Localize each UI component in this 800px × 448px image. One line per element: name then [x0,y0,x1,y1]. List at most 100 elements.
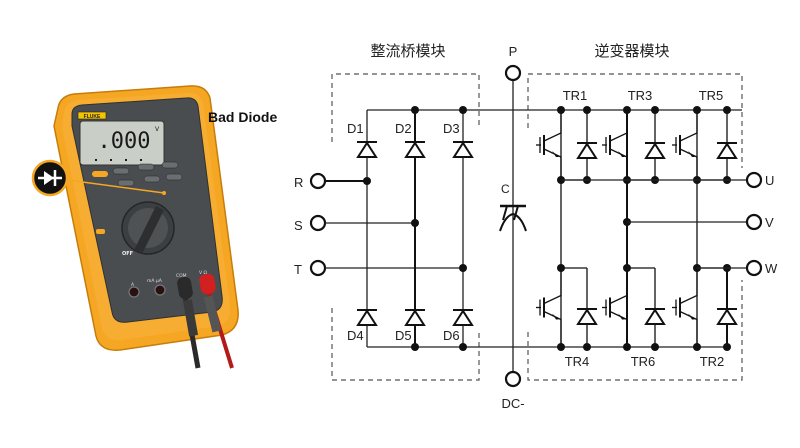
label-d5: D5 [395,328,412,343]
output-terminals: U V W [561,171,778,277]
multimeter: FLUKE .000 V OFF A [31,85,277,369]
junction-dot [693,343,701,351]
percent-button[interactable] [165,173,183,181]
terminal-t [309,259,327,277]
label-r: R [294,175,303,190]
label-u: U [765,173,774,188]
junction-dot [583,106,591,114]
lcd-unit: V [155,126,160,133]
diode-icon-upper-1 [356,141,378,158]
label-tr6: TR6 [631,354,656,369]
junction-dot [651,106,659,114]
label-w: W [765,261,778,276]
terminal-u [745,171,763,189]
test-leads[interactable] [176,273,234,369]
off-label: OFF [122,251,133,257]
lcd-reading: .000 [98,129,151,154]
label-tr1: TR1 [563,88,588,103]
label-tr5: TR5 [699,88,724,103]
black-probe-plug[interactable] [176,276,194,300]
label-s: S [294,218,303,233]
diode-icon-lower-1 [356,309,378,326]
brand-badge [77,111,107,120]
label-p: P [509,44,518,59]
lcd-bargraph [95,159,142,161]
junction-dot [557,106,565,114]
diode-icon-upper-2 [404,141,426,158]
terminal-r [309,172,327,190]
diode-icon [38,170,62,186]
junction-dot [693,106,701,114]
rotary-dial[interactable] [121,201,175,255]
junction-dot [623,264,631,272]
capacitor-icon [499,204,527,232]
jack-ma[interactable] [154,284,166,296]
junction-dot [651,343,659,351]
freewheel-diode-icon-lower-2 [644,308,666,325]
freewheel-diode-icon-lower-1 [576,308,598,325]
label-t: T [294,262,302,277]
jack-label-com: COM [176,273,187,279]
freewheel-diode-icon-upper-2 [644,142,666,159]
badge-pointer-line [59,178,165,194]
input-terminals: R S T [294,172,463,277]
inverter-leg-1 [536,106,598,351]
junction-dot [623,343,631,351]
dial-pointer[interactable] [134,206,164,254]
backlight-button[interactable] [161,161,179,169]
terminal-v [745,213,763,231]
jack-label-ma: mA µA [147,278,163,284]
label-d1: D1 [347,121,364,136]
jack-label-v: V Ω [199,270,208,276]
igbt-icon-upper-1 [536,110,562,180]
junction-dot [557,264,565,272]
igbt-icon-lower-2 [602,268,628,347]
lcd-display [79,120,165,166]
side-yellow-button[interactable] [96,229,105,234]
jack-a[interactable] [128,286,140,298]
terminal-dc-minus [504,370,522,388]
label-v: V [765,215,774,230]
brand-label: FLUKE [84,114,101,120]
label-tr3: TR3 [628,88,653,103]
inverter-leg-2 [602,106,666,351]
input-jacks: A mA µA COM V Ω [128,270,208,298]
label-d6: D6 [443,328,460,343]
freewheel-diode-icon-upper-3 [716,142,738,159]
label-tr2: TR2 [700,354,725,369]
inverter-upper-box [527,73,743,168]
junction-dot [583,343,591,351]
igbt-icon-lower-3 [672,268,698,347]
hold-button[interactable] [117,179,135,187]
freewheel-diode-icon-lower-3 [716,308,738,325]
label-d3: D3 [443,121,460,136]
red-probe-plug[interactable] [198,273,216,295]
igbt-icon-upper-3 [672,110,698,180]
label-tr4: TR4 [565,354,590,369]
diode-mode-badge [31,159,69,197]
freewheel-diode-icon-upper-1 [576,142,598,159]
label-dc-minus: DC- [501,396,524,411]
label-d4: D4 [347,328,364,343]
rectifier-module-title: 整流桥模块 [370,42,445,60]
function-buttons[interactable] [92,161,183,234]
inverter-leg-3 [672,106,738,351]
junction-dot [557,343,565,351]
hz-button[interactable] [143,175,161,183]
diode-icon-upper-3 [452,141,474,158]
min-max-button[interactable] [112,167,130,175]
diode-icon-lower-3 [452,309,474,326]
bad-diode-caption: Bad Diode [208,109,277,125]
terminal-p [504,64,522,82]
terminal-s [309,214,327,232]
inverter-module-title: 逆变器模块 [594,42,669,60]
yellow-button[interactable] [92,171,108,177]
rectifier-lower-box [331,308,480,381]
range-button[interactable] [137,163,155,171]
igbt-icon-upper-2 [602,110,628,180]
igbt-icon-lower-1 [536,268,562,347]
jack-label-a: A [131,282,135,288]
inverter-circuit: 整流桥模块 逆变器模块 P DC- C R S T [294,42,778,411]
junction-dot [723,106,731,114]
